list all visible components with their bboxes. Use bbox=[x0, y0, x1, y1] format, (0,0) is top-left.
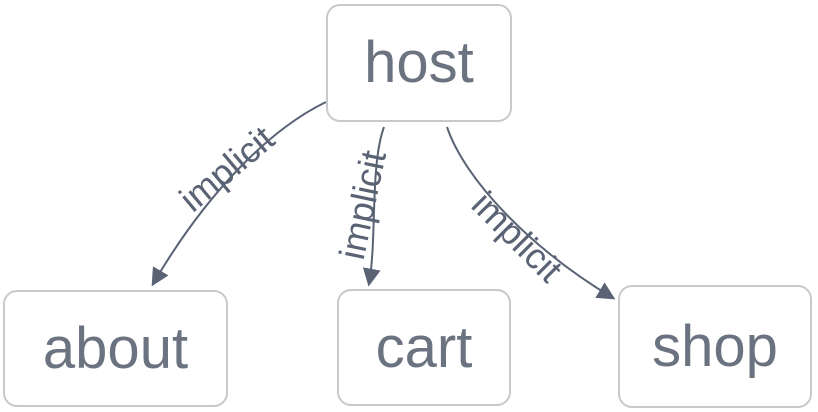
edge-host-cart bbox=[362, 126, 385, 287]
node-host: host bbox=[326, 4, 512, 122]
node-about: about bbox=[3, 290, 228, 407]
node-cart: cart bbox=[337, 289, 511, 406]
edge-host-about bbox=[151, 101, 327, 287]
node-shop: shop bbox=[618, 285, 812, 408]
edge-host-shop bbox=[446, 126, 616, 300]
